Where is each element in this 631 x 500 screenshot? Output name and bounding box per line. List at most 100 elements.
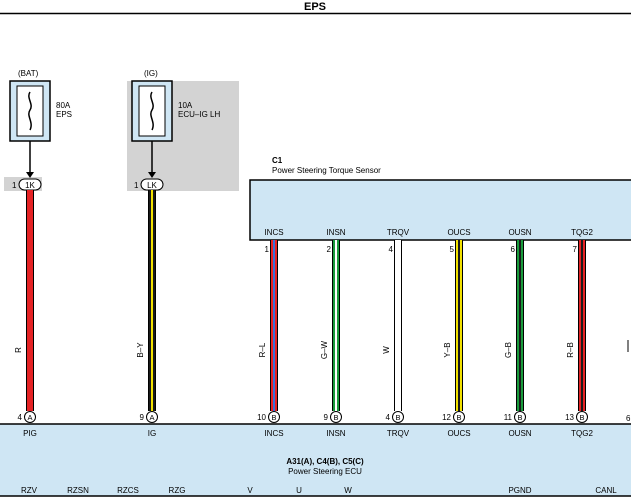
wire-stripe	[273, 240, 275, 411]
sensor-pin-label: INSN	[326, 228, 345, 237]
ecu-pin-connector: B	[333, 413, 338, 422]
ecu-name: Power Steering ECU	[288, 467, 362, 476]
wire-body	[395, 240, 401, 411]
wire-color-code: R–L	[258, 342, 267, 357]
sensor-name: Power Steering Torque Sensor	[272, 166, 381, 175]
sensor-pin-label: TRQV	[387, 228, 410, 237]
ecu-pin-number: 13	[565, 413, 574, 422]
ecu-pin-connector: B	[579, 413, 584, 422]
ecu-bottom-label: CANL	[595, 486, 617, 495]
sensor-pin-label: OUSN	[508, 228, 531, 237]
sensor-pin-number: 1	[265, 245, 270, 254]
ecu-bottom-label: RZG	[169, 486, 186, 495]
ecu-bottom-label: PGND	[508, 486, 531, 495]
fuse-ecu-ig-lh: (IG) 10A ECU–IG LH 1 LK	[131, 69, 220, 191]
ecu-pin-badge	[453, 411, 465, 423]
fuse-icon	[28, 91, 32, 131]
ecu-pin-badge	[514, 411, 526, 423]
wire-stripe	[581, 240, 583, 411]
fuse-name: EPS	[56, 110, 72, 119]
wire-body	[27, 190, 33, 411]
ecu-pin-label: OUSN	[508, 429, 531, 438]
sensor-pin-label: INCS	[264, 228, 283, 237]
ecu-pin-badge	[576, 411, 588, 423]
wires-layer: RA4PIGB–YA9IGR–LB10INCSINCS1G–WB9INSNINS…	[14, 190, 593, 438]
ecu-pin-partial: 6	[626, 414, 631, 423]
wire-color-code: G–W	[320, 340, 329, 359]
ecu-pin-label: INSN	[326, 429, 345, 438]
ecu-pin-badge	[392, 411, 404, 423]
arrow-down-icon	[148, 172, 156, 178]
ecu-pin-badge	[24, 411, 36, 423]
wire-color-code: R–B	[566, 342, 575, 358]
ecu-pin-number: 9	[140, 413, 145, 422]
sensor-pin-label: TQG2	[571, 228, 593, 237]
ecu-pin-label: IG	[148, 429, 156, 438]
fuse-name: ECU–IG LH	[178, 110, 220, 119]
ecu-pin-connector: B	[517, 413, 522, 422]
ecu-bottom-label: RZV	[21, 486, 38, 495]
sensor-pin-number: 5	[450, 245, 455, 254]
ecu-bottom-label: RZSN	[67, 486, 89, 495]
ecu-pin-number: 9	[324, 413, 329, 422]
fuse-eps: (BAT) 80A EPS 1 1K	[9, 69, 72, 191]
connector-code: 1K	[25, 181, 35, 190]
torque-sensor-box	[249, 179, 631, 241]
wire-stripe	[519, 240, 521, 411]
ecu-pin-badge	[146, 411, 158, 423]
ecu-bottom-label: W	[344, 486, 352, 495]
sensor-pin-number: 2	[327, 245, 332, 254]
ecu-pin-label: OUCS	[447, 429, 470, 438]
fuse-supply-label: (IG)	[144, 69, 158, 78]
fuse-icon	[150, 91, 154, 131]
ecu-pin-number: 11	[504, 413, 513, 422]
ecu-pin-badge	[330, 411, 342, 423]
sensor-pin-label: OUCS	[447, 228, 470, 237]
fuse-rating: 80A	[56, 101, 71, 110]
connector-pin: 1	[134, 181, 139, 190]
wire-color-code: B–Y	[136, 342, 145, 358]
ecu-pin-connector: B	[395, 413, 400, 422]
ecu-pin-connector: B	[271, 413, 276, 422]
ecu-bottom-label: V	[247, 486, 253, 495]
fuse-supply-label: (BAT)	[18, 69, 39, 78]
wire-color-code: G–B	[504, 342, 513, 358]
ecu-pin-label: TQG2	[571, 429, 593, 438]
arrow-down-icon	[26, 172, 34, 178]
sensor-code: C1	[272, 156, 283, 165]
connector-pin: 1	[12, 181, 17, 190]
wire-stripe	[458, 240, 460, 411]
ecu-pin-number: 10	[257, 413, 266, 422]
sensor-pin-number: 6	[511, 245, 516, 254]
wire-color-code: W	[382, 346, 391, 354]
sensor-pin-number: 7	[573, 245, 578, 254]
ecu-pin-connector: A	[149, 413, 154, 422]
wire-stripe	[151, 190, 153, 411]
power-steering-ecu-box	[0, 423, 631, 497]
ecu-pin-connector: A	[27, 413, 32, 422]
ecu-pin-number: 12	[442, 413, 451, 422]
sensor-pin-number: 4	[389, 245, 394, 254]
ecu-pin-number: 4	[386, 413, 391, 422]
connector-code: LK	[147, 181, 157, 190]
ecu-pin-badge	[268, 411, 280, 423]
wire-stripe	[335, 240, 337, 411]
ecu-pin-label: PIG	[23, 429, 37, 438]
ecu-bottom-label: U	[296, 486, 302, 495]
ecu-code: A31(A), C4(B), C5(C)	[286, 457, 364, 466]
ecu-pin-label: INCS	[264, 429, 283, 438]
wire-color-code: Y–B	[443, 342, 452, 357]
ecu-pin-connector: B	[456, 413, 461, 422]
ecu-pin-label: TRQV	[387, 429, 410, 438]
